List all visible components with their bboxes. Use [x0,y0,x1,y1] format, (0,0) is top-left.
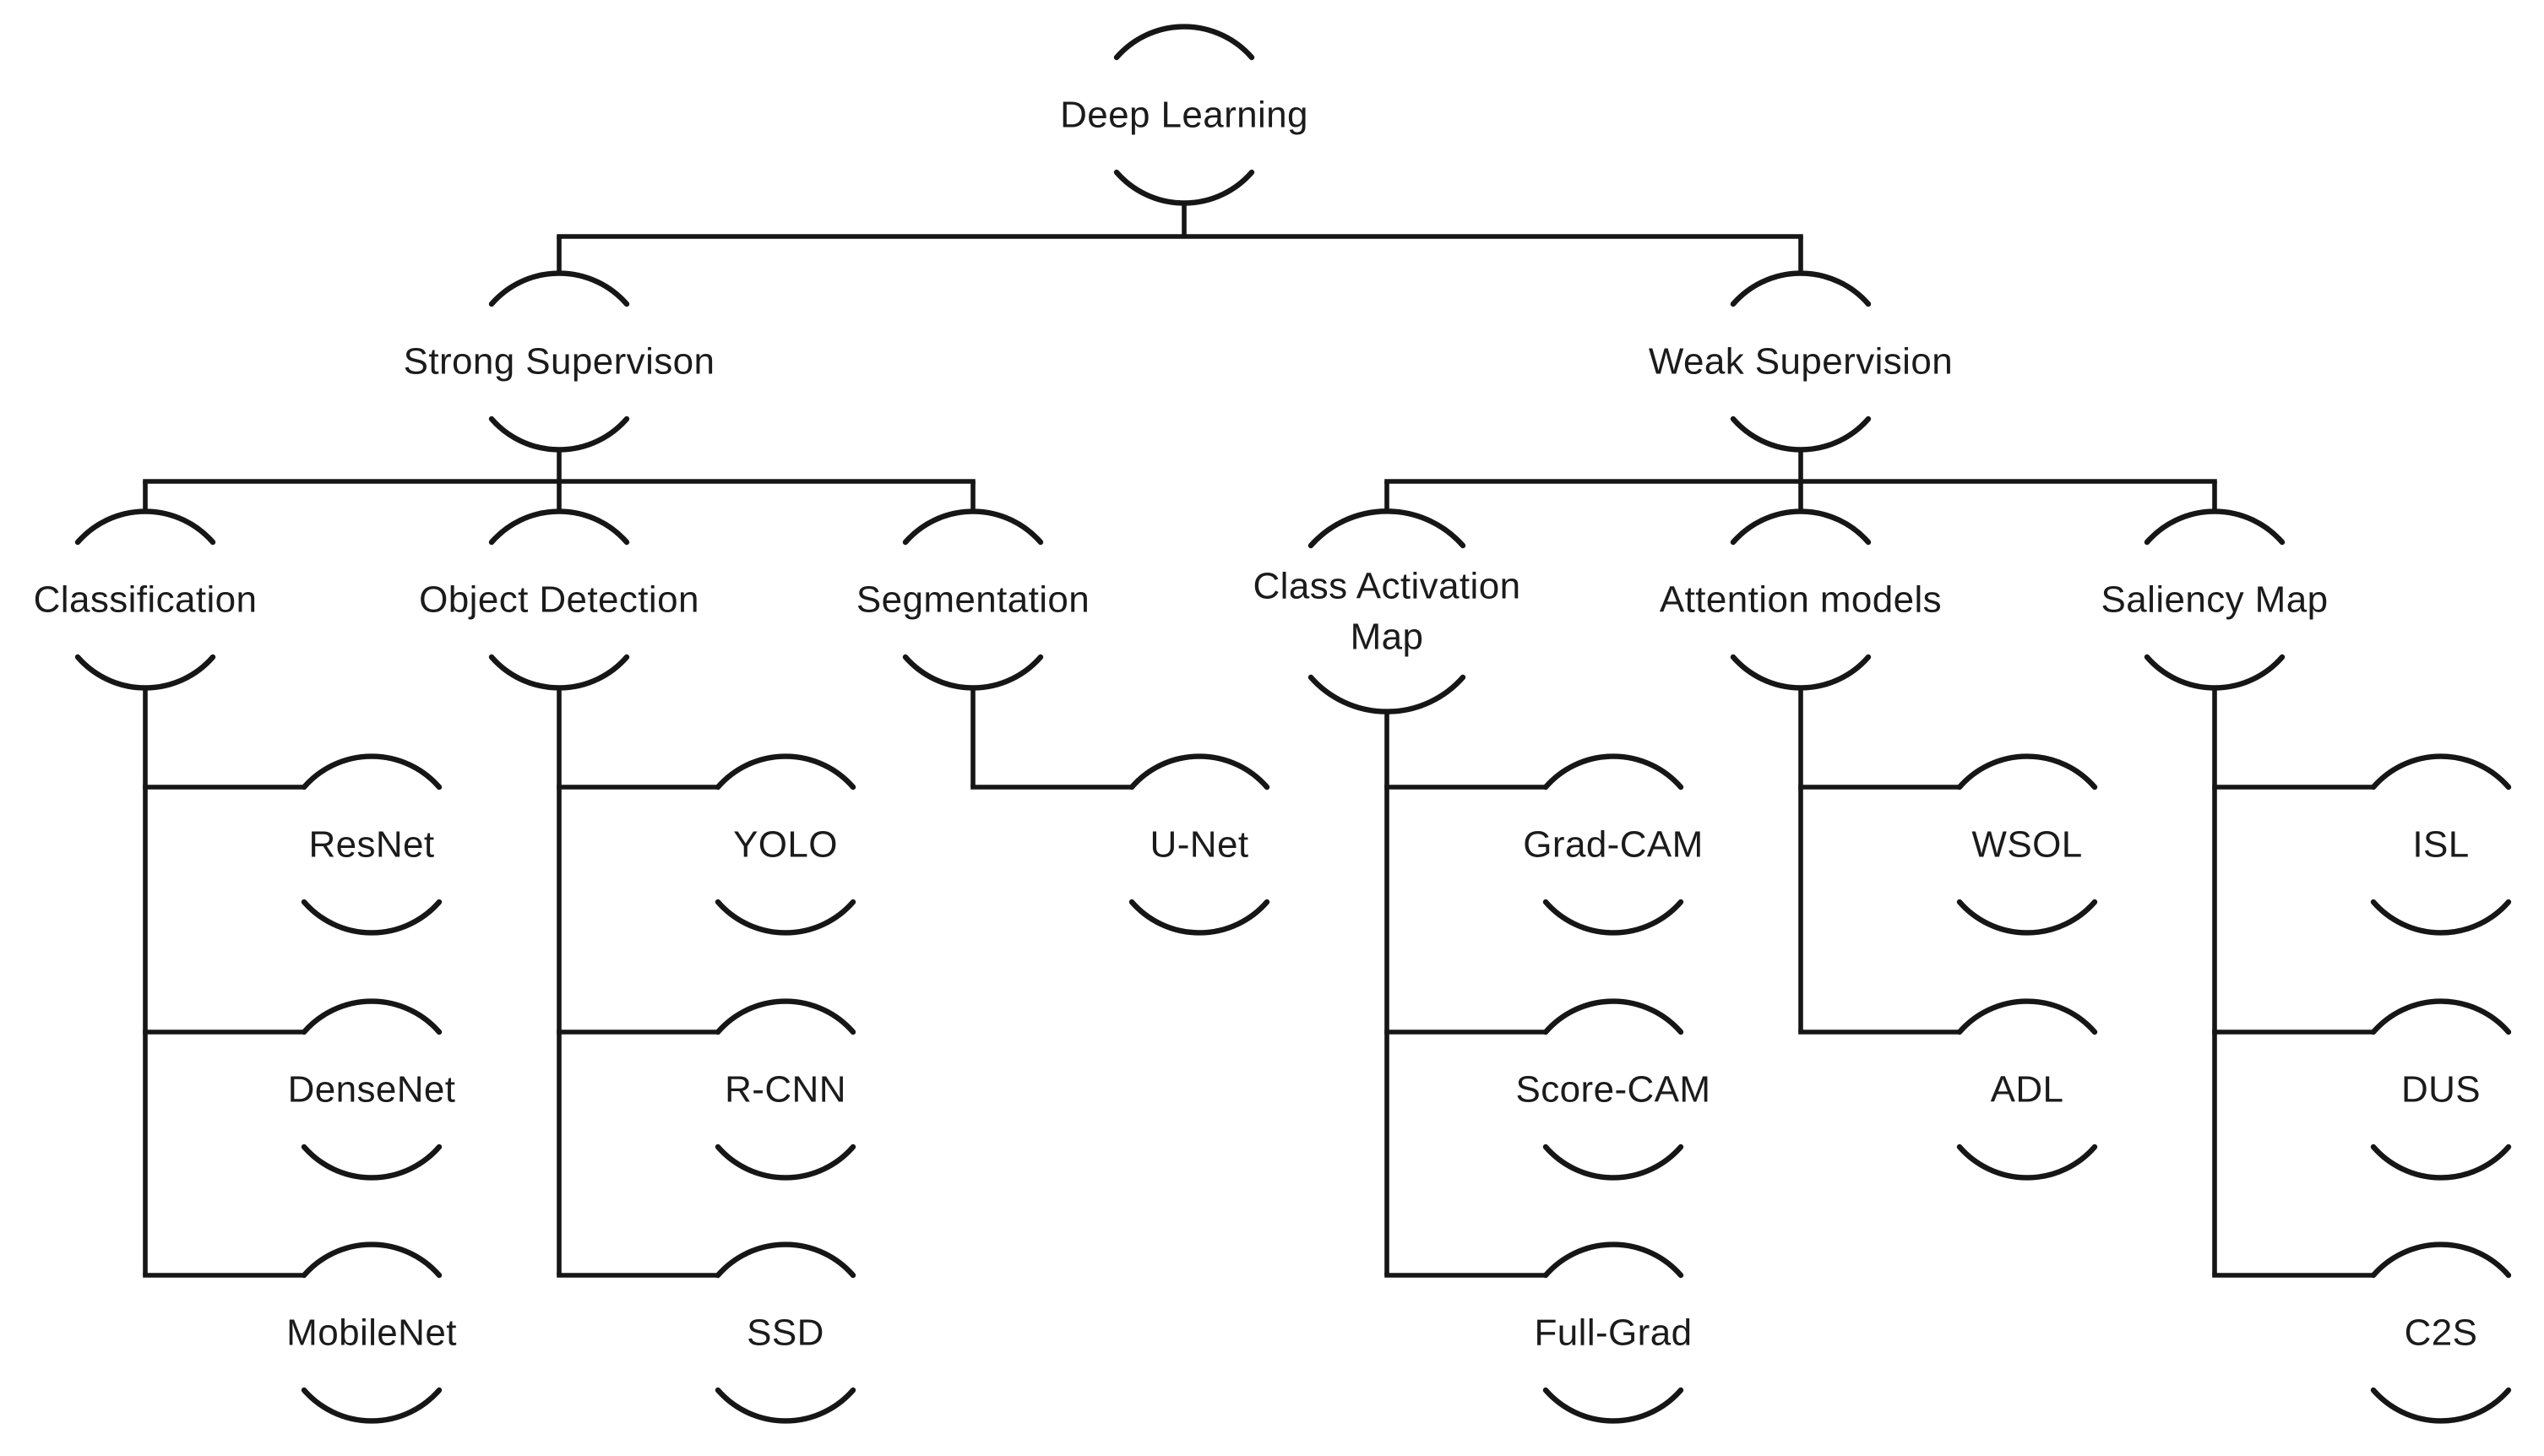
classification-label: Classification [34,579,258,621]
wsol-bottom-arc [1956,899,2098,936]
ssd-top-arc [715,1241,856,1279]
segmentation-top-arc [902,508,1044,546]
r-cnn-label: R-CNN [725,1069,846,1111]
u-net-top-arc [1128,753,1270,790]
adl-bottom-arc [1956,1144,2098,1181]
attention-models-bottom-arc [1730,654,1872,691]
class-activation-map-label-line2: Map [1351,617,1424,658]
strong-supervision-bottom-arc [488,416,630,453]
segmentation-bottom-arc [902,654,1044,691]
classification-top-arc [74,508,216,546]
r-cnn-top-arc [715,998,856,1035]
weak-supervision-label: Weak Supervision [1649,341,1953,383]
c2s-bottom-arc [2370,1387,2512,1424]
ssd-label: SSD [747,1312,824,1354]
densenet-top-arc [301,998,443,1035]
class-activation-map-top-arc [1307,508,1466,549]
isl-bottom-arc [2370,899,2512,936]
r-cnn-bottom-arc [715,1144,856,1181]
weak-supervision-top-arc [1730,270,1872,307]
yolo-label: YOLO [733,824,838,866]
weak-supervision-bottom-arc [1730,416,1872,453]
densenet-label: DenseNet [288,1069,456,1111]
full-grad-top-arc [1542,1241,1684,1279]
class-activation-map-bottom-arc [1307,674,1466,714]
c2s-top-arc [2370,1241,2512,1279]
dus-top-arc [2370,998,2512,1035]
adl-label: ADL [1991,1069,2064,1111]
classification-bottom-arc [74,654,216,691]
mobilenet-top-arc [301,1241,443,1279]
grad-cam-label: Grad-CAM [1523,824,1703,866]
deep-learning-label: Deep Learning [1060,95,1308,136]
c2s-label: C2S [2405,1312,2478,1354]
grad-cam-bottom-arc [1542,899,1684,936]
resnet-top-arc [301,753,443,790]
deep-learning-bottom-arc [1113,169,1255,206]
segmentation-label: Segmentation [856,579,1090,621]
attention-models-label: Attention models [1660,579,1942,621]
object-detection-top-arc [488,508,630,546]
score-cam-bottom-arc [1542,1144,1684,1181]
ssd-bottom-arc [715,1387,856,1424]
u-net-label: U-Net [1150,824,1249,866]
saliency-map-label: Saliency Map [2101,579,2329,621]
dus-label: DUS [2401,1069,2481,1111]
grad-cam-top-arc [1542,753,1684,790]
strong-supervision-top-arc [488,270,630,307]
u-net-bottom-arc [1128,899,1270,936]
resnet-bottom-arc [301,899,443,936]
strong-supervision-label: Strong Supervison [404,341,715,383]
deep-learning-top-arc [1113,24,1255,61]
attention-models-top-arc [1730,508,1872,546]
object-detection-label: Object Detection [419,579,699,621]
score-cam-top-arc [1542,998,1684,1035]
mobilenet-label: MobileNet [286,1312,457,1354]
saliency-map-top-arc [2144,508,2286,546]
isl-top-arc [2370,753,2512,790]
full-grad-bottom-arc [1542,1387,1684,1424]
wsol-top-arc [1956,753,2098,790]
yolo-top-arc [715,753,856,790]
resnet-label: ResNet [308,824,434,866]
yolo-bottom-arc [715,899,856,936]
isl-label: ISL [2412,824,2469,866]
adl-top-arc [1956,998,2098,1035]
saliency-map-bottom-arc [2144,654,2286,691]
wsol-label: WSOL [1971,824,2082,866]
full-grad-label: Full-Grad [1535,1312,1693,1354]
mobilenet-bottom-arc [301,1387,443,1424]
dus-bottom-arc [2370,1144,2512,1181]
densenet-bottom-arc [301,1144,443,1181]
class-activation-map-label-line1: Class Activation [1253,566,1521,607]
score-cam-label: Score-CAM [1516,1069,1711,1111]
object-detection-bottom-arc [488,654,630,691]
